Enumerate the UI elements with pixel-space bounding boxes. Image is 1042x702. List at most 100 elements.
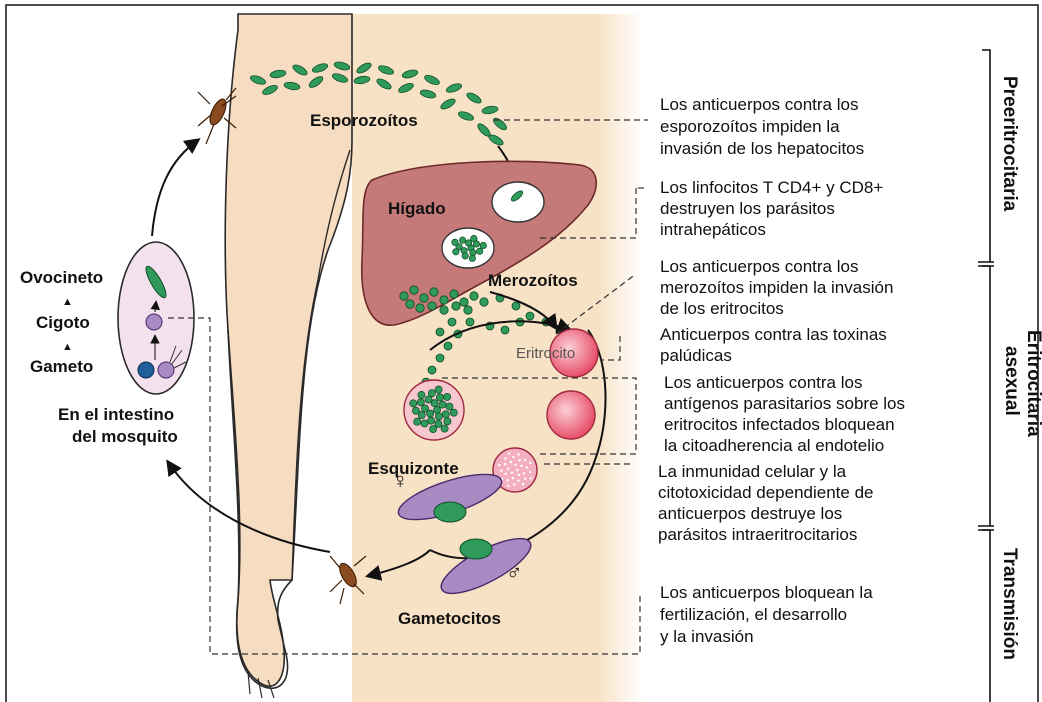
schizont-merozoite [444,393,451,400]
merozoite [436,328,444,336]
hepatic-merozoite [469,255,475,261]
note-n5-line-3: eritrocitos infectados bloquean [664,415,895,434]
hepatic-merozoite [452,239,458,245]
rbc-texture-dot [512,477,514,479]
liver-merozoite [460,298,468,306]
liver-merozoite [450,290,458,298]
erythrocyte-2 [547,391,595,439]
schizont-merozoite [414,418,421,425]
rbc-texture-dot [507,468,509,470]
liver-label: Hígado [388,199,446,218]
male-gametocyte-core [460,539,492,559]
note-n5-line-1: Los anticuerpos contra los [664,373,862,392]
erythrocyte-label: Eritrocito [516,345,575,362]
liver-merozoite [464,306,472,314]
stage-transmission: Transmisión [999,548,1020,660]
gametocytes-label: Gametocitos [398,609,501,628]
rbc-texture-dot [504,473,506,475]
immunity-notes: Los anticuerpos contra los esporozoítos i… [658,95,905,646]
schizont-merozoite [450,409,457,416]
schizont-merozoite [418,391,425,398]
schizont-merozoite [435,386,442,393]
schizont-label: Esquizonte [368,459,459,478]
rbc-texture-dot [520,465,522,467]
gamete-male-shape [158,362,174,378]
hepatic-merozoite [453,249,459,255]
merozoites-label: Merozoítos [488,271,578,290]
hepatic-merozoite [477,248,483,254]
note-n2-line-2: destruyen los parásitos [660,199,835,218]
rbc-texture-dot [518,459,520,461]
note-n2-line-1: Los linfocitos T CD4+ y CD8+ [660,178,883,197]
liver-merozoite [420,294,428,302]
rbc-texture-dot [508,452,510,454]
schizont-merozoite [436,394,443,401]
schizont-merozoite [446,403,453,410]
note-n1-line-3: invasión de los hepatocitos [660,139,864,158]
rbc-texture-dot [522,483,524,485]
schizont-merozoite [439,401,446,408]
stage-up-arrow-1: ▲ [62,296,73,308]
stage-up-arrow-2: ▲ [62,341,73,353]
schizont-merozoite [441,425,448,432]
rbc-texture-dot [529,462,531,464]
merozoite [448,318,456,326]
hepatic-merozoite [471,235,477,241]
note-n3-line-1: Los anticuerpos contra los [660,257,858,276]
merozoite [444,342,452,350]
schizont-merozoite [442,411,449,418]
liver-merozoite [480,298,488,306]
liver-merozoite [406,300,414,308]
zygote-shape [146,314,162,330]
note-n4-line-1: Anticuerpos contra las toxinas [660,325,887,344]
rbc-texture-dot [523,472,525,474]
stage-preerythrocytic: Preeritrocitaria [999,76,1020,212]
liver-merozoite [440,296,448,304]
liver-merozoite [428,302,436,310]
note-n6-line-1: La inmunidad celular y la [658,462,847,481]
rbc-texture-dot [513,483,515,485]
schizont-merozoite [430,425,437,432]
schizont-merozoite [428,417,435,424]
schizont-merozoite [428,390,435,397]
hepatic-merozoite [459,237,465,243]
schizont-merozoite [410,400,417,407]
note-n1-line-1: Los anticuerpos contra los [660,95,858,114]
note-n5-line-2: antígenos parasitarios sobre los [664,394,905,413]
note-n6-line-2: citotoxicidad dependiente de [658,483,874,502]
rbc-texture-dot [514,464,516,466]
stage-erythrocytic-line1: Eritrocitaria [1023,330,1042,437]
note-n4-line-2: palúdicas [660,346,732,365]
gut-label-line2: del mosquito [72,427,178,446]
schizont-merozoite [417,399,424,406]
note-n3-line-2: merozoítos impiden la invasión [660,278,893,297]
rbc-texture-dot [507,479,509,481]
rbc-texture-dot [517,453,519,455]
note-n3-line-3: de los eritrocitos [660,299,784,318]
hepatocyte-sporozoite [492,182,544,222]
rbc-texture-dot [530,477,532,479]
note-n6-line-3: anticuerpos destruye los [658,504,842,523]
hepatic-merozoite [480,242,486,248]
gamete-female-shape [138,362,154,378]
rbc-texture-dot [529,471,531,473]
liver-merozoite [410,286,418,294]
liver-merozoite [440,306,448,314]
note-n7-line-2: fertilización, el desarrollo [660,605,847,624]
liver-merozoite [416,304,424,312]
rbc-texture-dot [500,469,502,471]
note-n6-line-4: parásitos intraeritrocitarios [658,525,857,544]
schizont-merozoite [421,420,428,427]
stage-erythrocytic-line2: asexual [1001,346,1022,416]
male-symbol: ♂ [506,560,523,585]
rbc-texture-dot [524,459,526,461]
rbc-texture-dot [516,469,518,471]
merozoite [526,312,534,320]
liver-merozoite [452,302,460,310]
rbc-texture-dot [507,485,509,487]
rbc-texture-dot [510,461,512,463]
liver-merozoite [400,292,408,300]
note-n1-line-2: esporozoítos impiden la [660,117,840,136]
